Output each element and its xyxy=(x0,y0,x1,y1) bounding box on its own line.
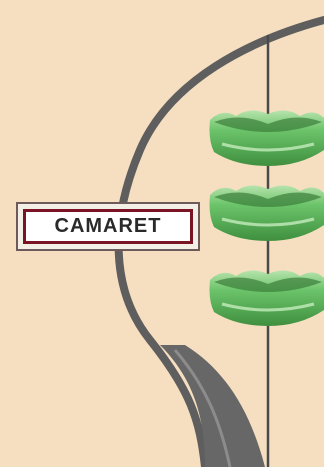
place-name-label: CAMARET xyxy=(55,215,162,238)
green-cup-icon xyxy=(210,110,324,166)
green-cup-icon xyxy=(210,185,324,241)
place-name-sign: CAMARET xyxy=(16,202,200,251)
green-cup-icon xyxy=(210,270,324,326)
place-name-sign-frame: CAMARET xyxy=(23,209,193,244)
